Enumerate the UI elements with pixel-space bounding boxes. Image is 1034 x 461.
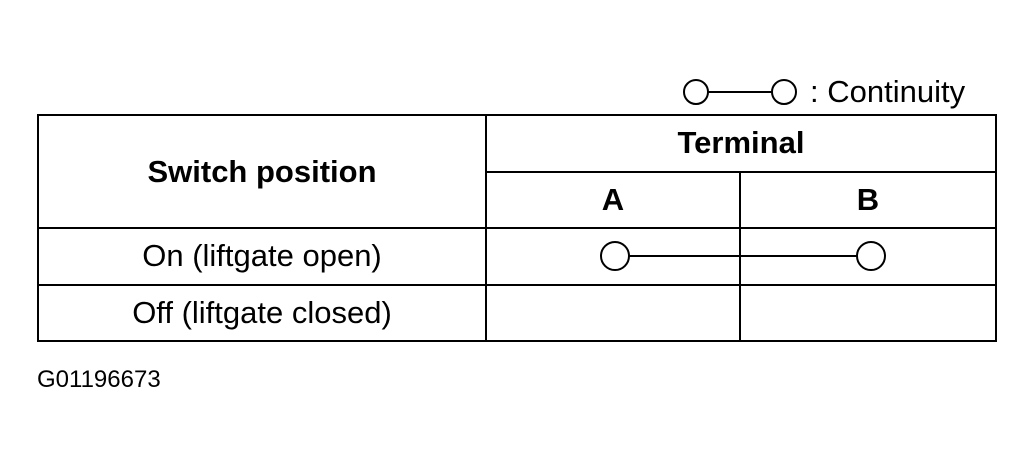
- header-terminal-b: B: [739, 170, 997, 229]
- switch-position-label: On (liftgate open): [37, 227, 487, 286]
- figure-id: G01196673: [37, 366, 161, 393]
- table-row: On (liftgate open): [37, 227, 997, 286]
- terminal-a-cell: [485, 283, 741, 342]
- header-switch-position: Switch position: [37, 114, 487, 229]
- terminal-b-cell: [739, 227, 997, 286]
- terminal-b-cell: [739, 283, 997, 342]
- continuity-symbol-icon: [683, 79, 797, 105]
- table-row: Off (liftgate closed): [37, 283, 997, 342]
- continuity-legend: : Continuity: [680, 72, 965, 112]
- header-terminal: Terminal: [485, 114, 997, 173]
- terminal-a-cell: [485, 227, 741, 286]
- switch-position-label: Off (liftgate closed): [37, 283, 487, 342]
- switch-continuity-table: Switch position Terminal A B On (liftgat…: [37, 114, 997, 342]
- header-terminal-a: A: [485, 170, 741, 229]
- legend-label: : Continuity: [810, 74, 966, 109]
